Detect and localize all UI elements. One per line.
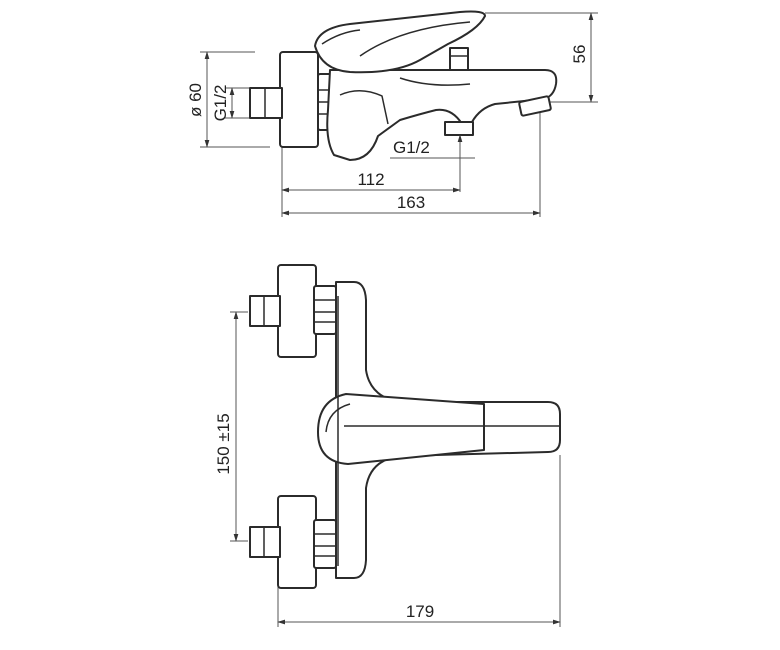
mixer-body (326, 69, 558, 161)
upper-nut (313, 285, 337, 335)
upper-inlet-pipe (249, 295, 281, 327)
dim-centers-label: 150 ±15 (214, 413, 233, 474)
lower-nut (313, 519, 337, 569)
dim-length-inner-label: 112 (357, 170, 384, 189)
dim-thread-inlet-label: G1/2 (211, 85, 230, 122)
diverter-knob (449, 47, 469, 71)
top-view: ø 60 G1/2 56 G1/2 112 163 (186, 10, 598, 217)
inlet-pipe (249, 87, 283, 119)
upper-flange (277, 264, 317, 358)
dim-length-total-label: 163 (397, 193, 425, 212)
wall-flange (279, 51, 319, 148)
spout-tip (518, 95, 552, 117)
dim-diameter-label: ø 60 (186, 83, 205, 117)
lower-inlet-pipe (249, 526, 281, 558)
dim-thread-outlet-label: G1/2 (393, 138, 430, 157)
lever-handle (314, 10, 486, 74)
front-view: 150 ±15 179 (214, 264, 561, 627)
outlet-connection (444, 121, 474, 136)
lower-flange (277, 495, 317, 589)
lever-handle-plan (317, 393, 485, 465)
dim-width-label: 179 (406, 602, 434, 621)
dim-height-label: 56 (570, 45, 589, 64)
